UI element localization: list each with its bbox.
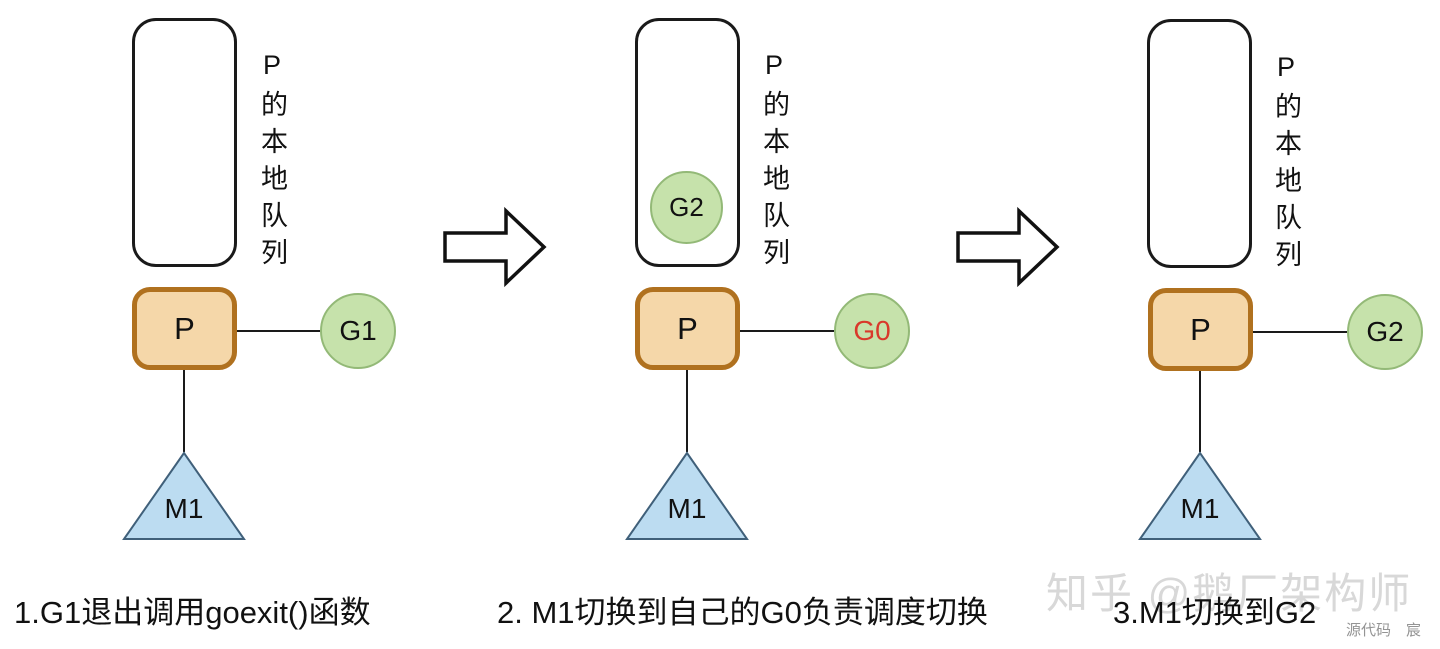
caption-step-2: 2. M1切换到自己的G0负责调度切换 — [497, 595, 988, 630]
queue-label-1: P的本地队列 — [257, 50, 287, 275]
queued-goroutine-label-2: G2 — [669, 192, 704, 222]
processor-box-3: P — [1148, 288, 1253, 371]
machine-triangle-3 — [1138, 451, 1262, 540]
machine-triangle-1 — [122, 451, 246, 540]
local-run-queue-3 — [1147, 19, 1252, 268]
machine-triangle-2 — [625, 451, 749, 540]
goroutine-label-3: G2 — [1366, 316, 1404, 347]
processor-label-2: P — [677, 310, 698, 346]
zhihu-watermark: 知乎 @鹅厂架构师 — [1046, 570, 1413, 617]
right-arrow-icon-2 — [956, 206, 1060, 288]
connector-p-g-3 — [1252, 331, 1347, 333]
goroutine-label-1: G1 — [339, 315, 377, 346]
connector-p-m-3 — [1199, 371, 1201, 452]
connector-p-m-2 — [686, 370, 688, 452]
processor-box-2: P — [635, 287, 740, 370]
queued-goroutine-circle-2: G2 — [650, 171, 723, 244]
machine-label-3: M1 — [1180, 493, 1220, 524]
goroutine-circle-2: G0 — [834, 293, 910, 369]
connector-p-m-1 — [183, 370, 185, 452]
author-credit: 源代码 宸 — [1346, 622, 1422, 639]
connector-p-g-2 — [739, 330, 834, 332]
processor-label-3: P — [1190, 311, 1211, 347]
connector-p-g-1 — [236, 330, 320, 332]
local-run-queue-1 — [132, 18, 237, 267]
processor-label-1: P — [174, 310, 195, 346]
goroutine-circle-1: G1 — [320, 293, 396, 369]
caption-step-1: 1.G1退出调用goexit()函数 — [14, 595, 371, 630]
caption-step-3: 3.M1切换到G2 — [1113, 595, 1317, 630]
machine-label-1: M1 — [164, 493, 204, 524]
processor-box-1: P — [132, 287, 237, 370]
queue-label-3: P的本地队列 — [1271, 52, 1301, 277]
right-arrow-icon-1 — [443, 206, 547, 288]
goroutine-circle-3: G2 — [1347, 294, 1423, 370]
goroutine-label-2: G0 — [853, 315, 891, 346]
queue-label-2: P的本地队列 — [759, 50, 789, 275]
machine-label-2: M1 — [667, 493, 707, 524]
